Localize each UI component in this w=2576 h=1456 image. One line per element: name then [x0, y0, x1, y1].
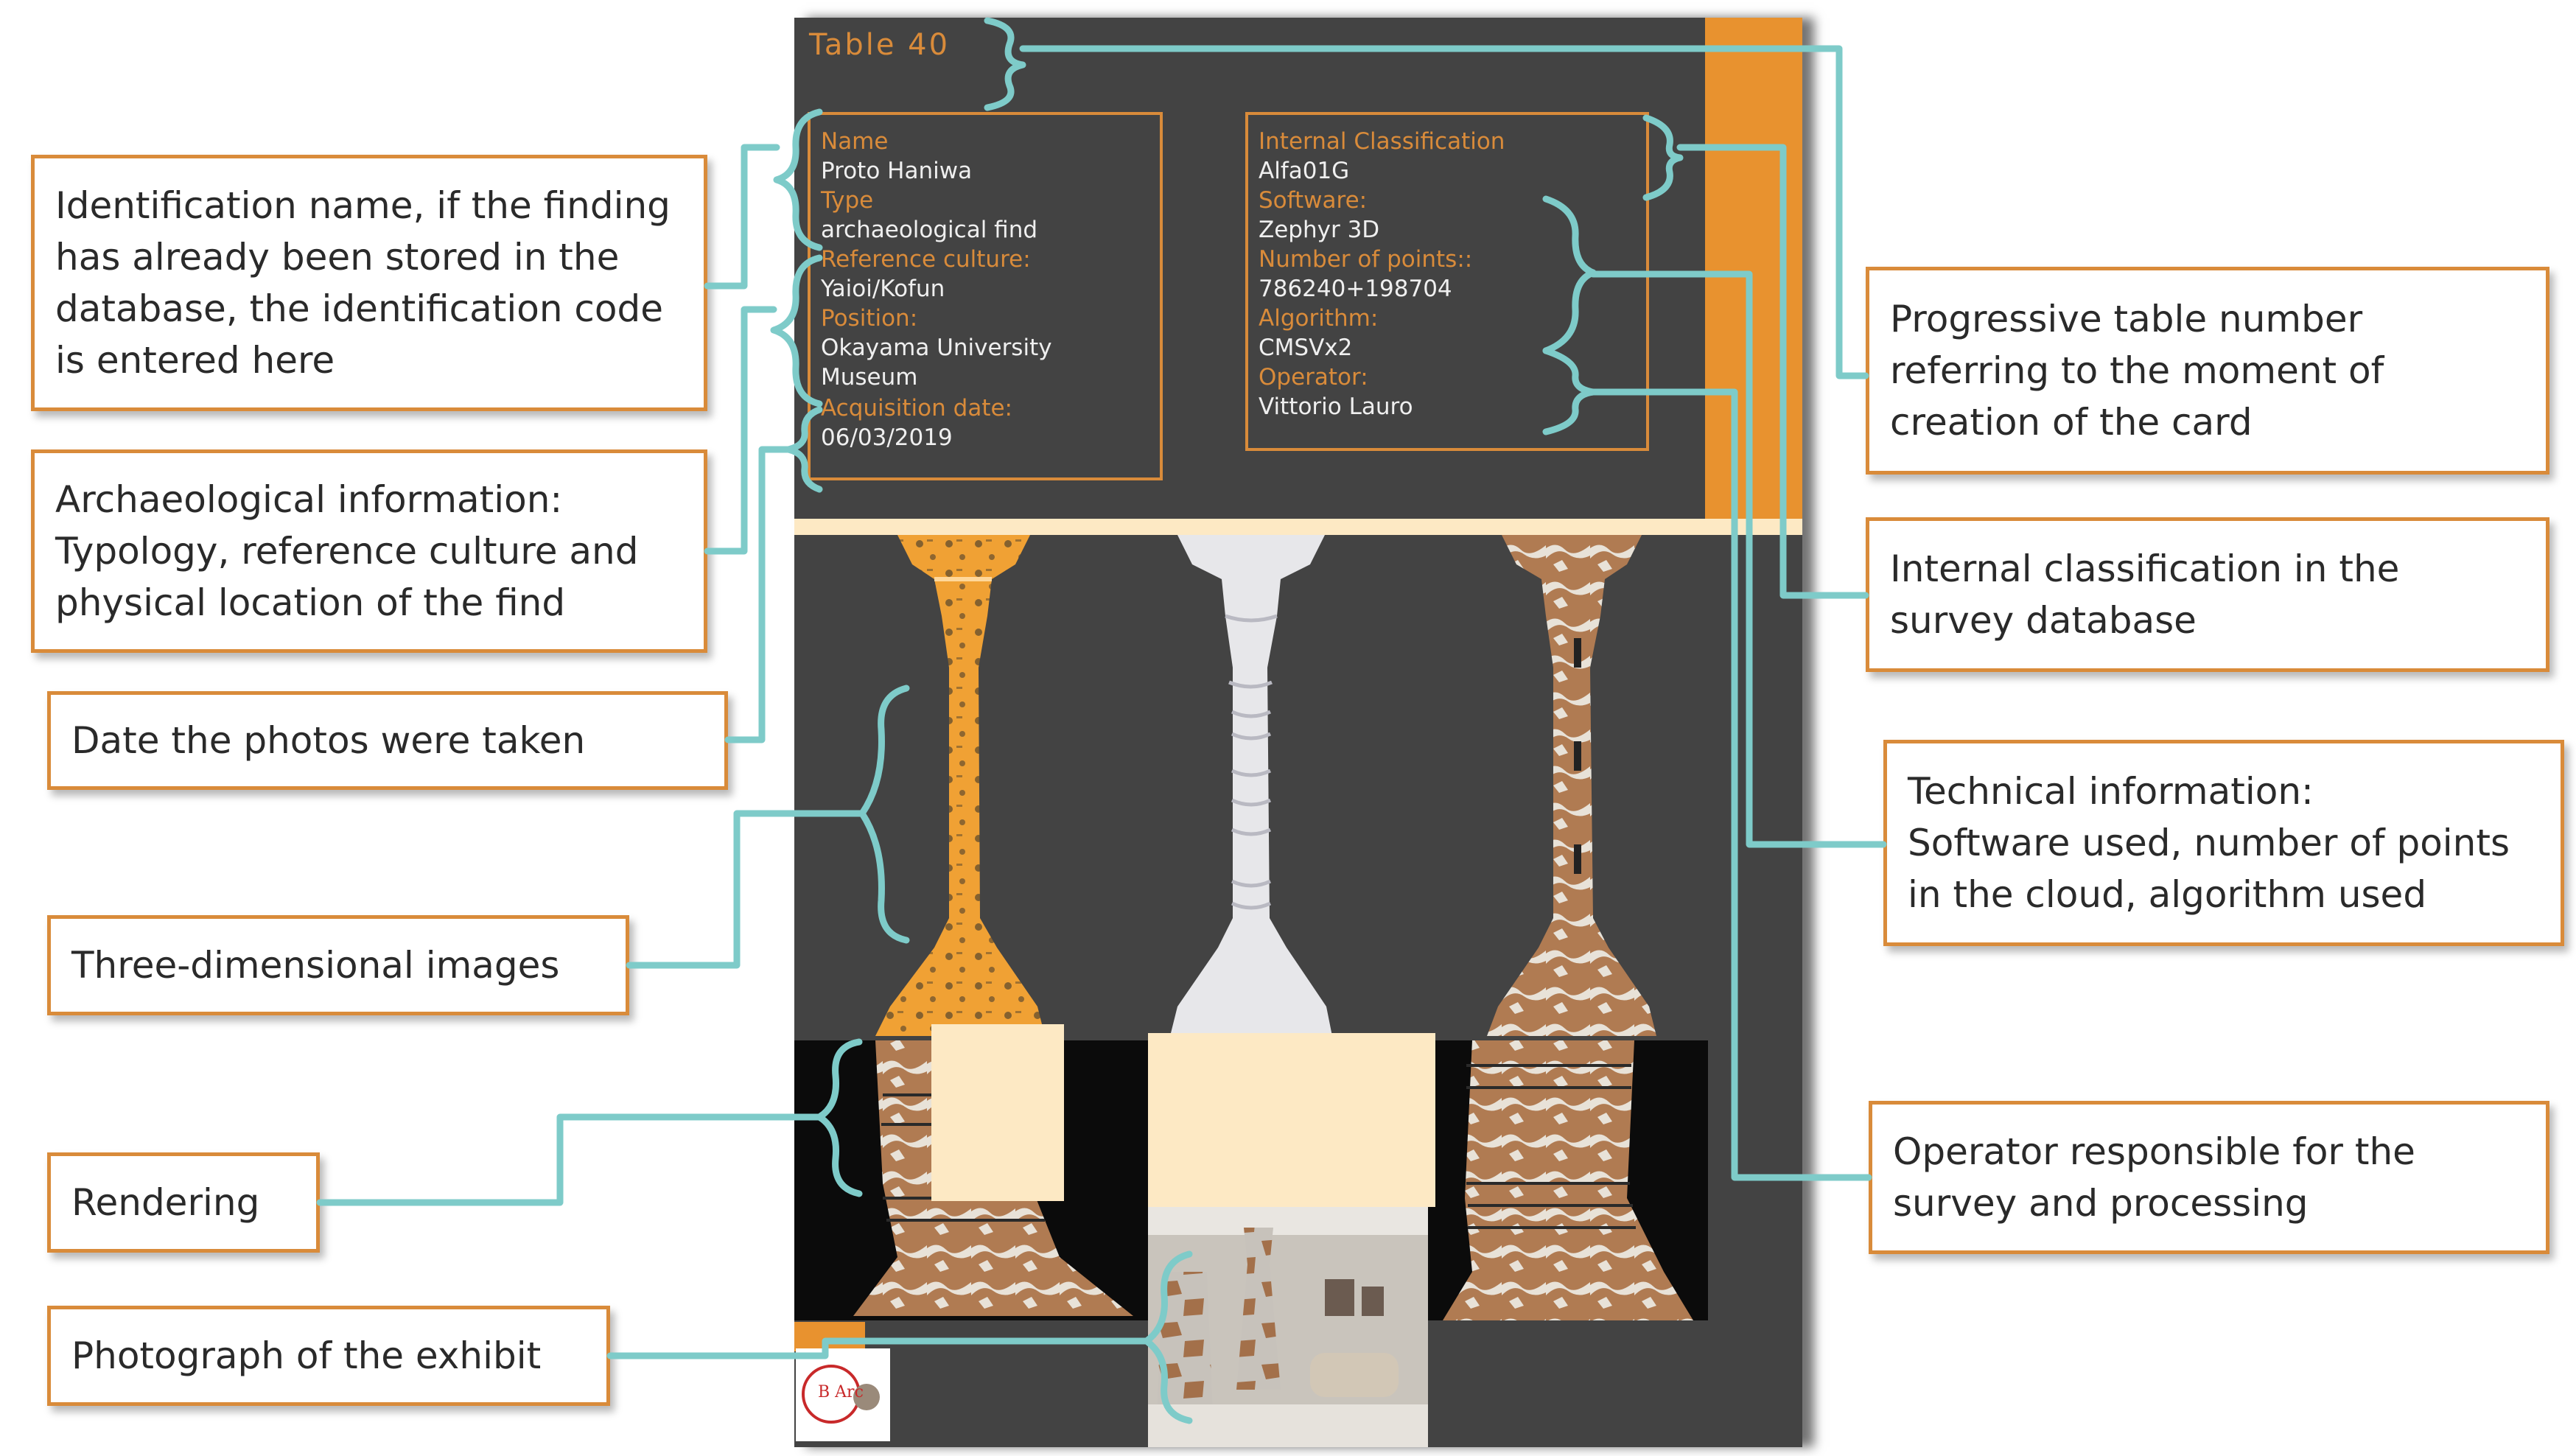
callout-line: has already been stored in the	[55, 236, 620, 279]
card-cream-panel	[931, 1024, 1064, 1201]
field-value-acquisition-date: 06/03/2019	[821, 424, 953, 451]
field-label-acquisition-date: Acquisition date:	[821, 395, 1012, 421]
callout-line: survey database	[1890, 599, 2197, 642]
callout-table-number: Progressive table number referring to th…	[1866, 267, 2549, 475]
callout-internal-classification: Internal classification in the survey da…	[1866, 517, 2549, 672]
logo-icon: B Arc	[802, 1365, 880, 1424]
catalog-card: Table 40 Name Proto Haniwa Type archaeol…	[794, 18, 1802, 1447]
callout-line: Date the photos were taken	[71, 719, 586, 762]
callout-3d-images: Three-dimensional images	[47, 915, 629, 1015]
field-label-operator: Operator:	[1259, 364, 1368, 391]
callout-line: survey and processing	[1893, 1182, 2309, 1225]
callout-line: Progressive table number	[1890, 298, 2363, 340]
divider-band	[794, 519, 1802, 535]
field-label-points: Number of points::	[1259, 246, 1473, 273]
accent-strip	[1705, 18, 1802, 519]
card-accent-tab	[794, 1322, 865, 1351]
callout-line: database, the identification code	[55, 287, 663, 330]
logo-text: B Arc	[818, 1383, 864, 1401]
field-value-type: archaeological find	[821, 217, 1038, 243]
card-cream-panel-2	[1148, 1033, 1435, 1207]
callout-technical-information: Technical information: Software used, nu…	[1883, 740, 2564, 946]
field-value-operator: Vittorio Lauro	[1259, 393, 1413, 420]
connector-archaeological	[704, 306, 777, 555]
mesh-model	[1170, 535, 1332, 1036]
callout-line: Typology, reference culture and	[55, 530, 639, 573]
field-label-position: Position:	[821, 305, 918, 332]
callout-line: in the cloud, algorithm used	[1908, 873, 2427, 916]
callout-line: referring to the moment of	[1890, 349, 2384, 392]
textured-model	[1487, 535, 1656, 1036]
callout-line: creation of the card	[1890, 401, 2253, 444]
field-label-culture: Reference culture:	[821, 246, 1031, 273]
field-value-points: 786240+198704	[1259, 276, 1452, 302]
field-value-software: Zephyr 3D	[1259, 217, 1380, 243]
connector-date	[724, 446, 792, 743]
field-label-internal-classification: Internal Classification	[1259, 128, 1505, 155]
callout-line: Archaeological information:	[55, 478, 563, 521]
callout-line: Photograph of the exhibit	[71, 1334, 542, 1377]
field-value-position-2: Museum	[821, 364, 918, 391]
callout-photo-date: Date the photos were taken	[47, 691, 728, 790]
field-value-position: Okayama University	[821, 335, 1052, 361]
brand-logo: B Arc	[796, 1348, 890, 1441]
field-value-name: Proto Haniwa	[821, 158, 973, 184]
callout-identification-name: Identification name, if the finding has …	[31, 155, 707, 411]
connector-identification	[704, 144, 780, 290]
callout-line: Rendering	[71, 1181, 260, 1224]
callout-operator: Operator responsible for the survey and …	[1869, 1101, 2549, 1254]
callout-line: is entered here	[55, 339, 335, 382]
connector-rendering	[316, 1113, 823, 1206]
field-label-name: Name	[821, 128, 889, 155]
card-images	[794, 535, 1708, 1447]
callout-line: Operator responsible for the	[1893, 1130, 2415, 1173]
pointcloud-model	[875, 535, 1045, 1036]
callout-line: Three-dimensional images	[71, 944, 560, 987]
field-label-algorithm: Algorithm:	[1259, 305, 1379, 332]
field-value-internal-classification: Alfa01G	[1259, 158, 1350, 184]
callout-line: Internal classification in the	[1890, 547, 2400, 590]
callout-exhibit-photo: Photograph of the exhibit	[47, 1306, 610, 1406]
field-label-software: Software:	[1259, 187, 1368, 214]
field-value-algorithm: CMSVx2	[1259, 335, 1353, 361]
callout-line: Identification name, if the finding	[55, 184, 671, 227]
field-label-type: Type	[821, 187, 874, 214]
exhibit-haniwa	[1236, 1228, 1281, 1390]
callout-line: Technical information:	[1908, 770, 2314, 813]
callout-line: physical location of the find	[55, 581, 566, 624]
field-value-culture: Yaioi/Kofun	[821, 276, 945, 302]
card-title: Table 40	[809, 28, 951, 62]
callout-line: Software used, number of points	[1908, 822, 2510, 864]
callout-archaeological-information: Archaeological information: Typology, re…	[31, 449, 707, 653]
callout-rendering: Rendering	[47, 1152, 320, 1253]
